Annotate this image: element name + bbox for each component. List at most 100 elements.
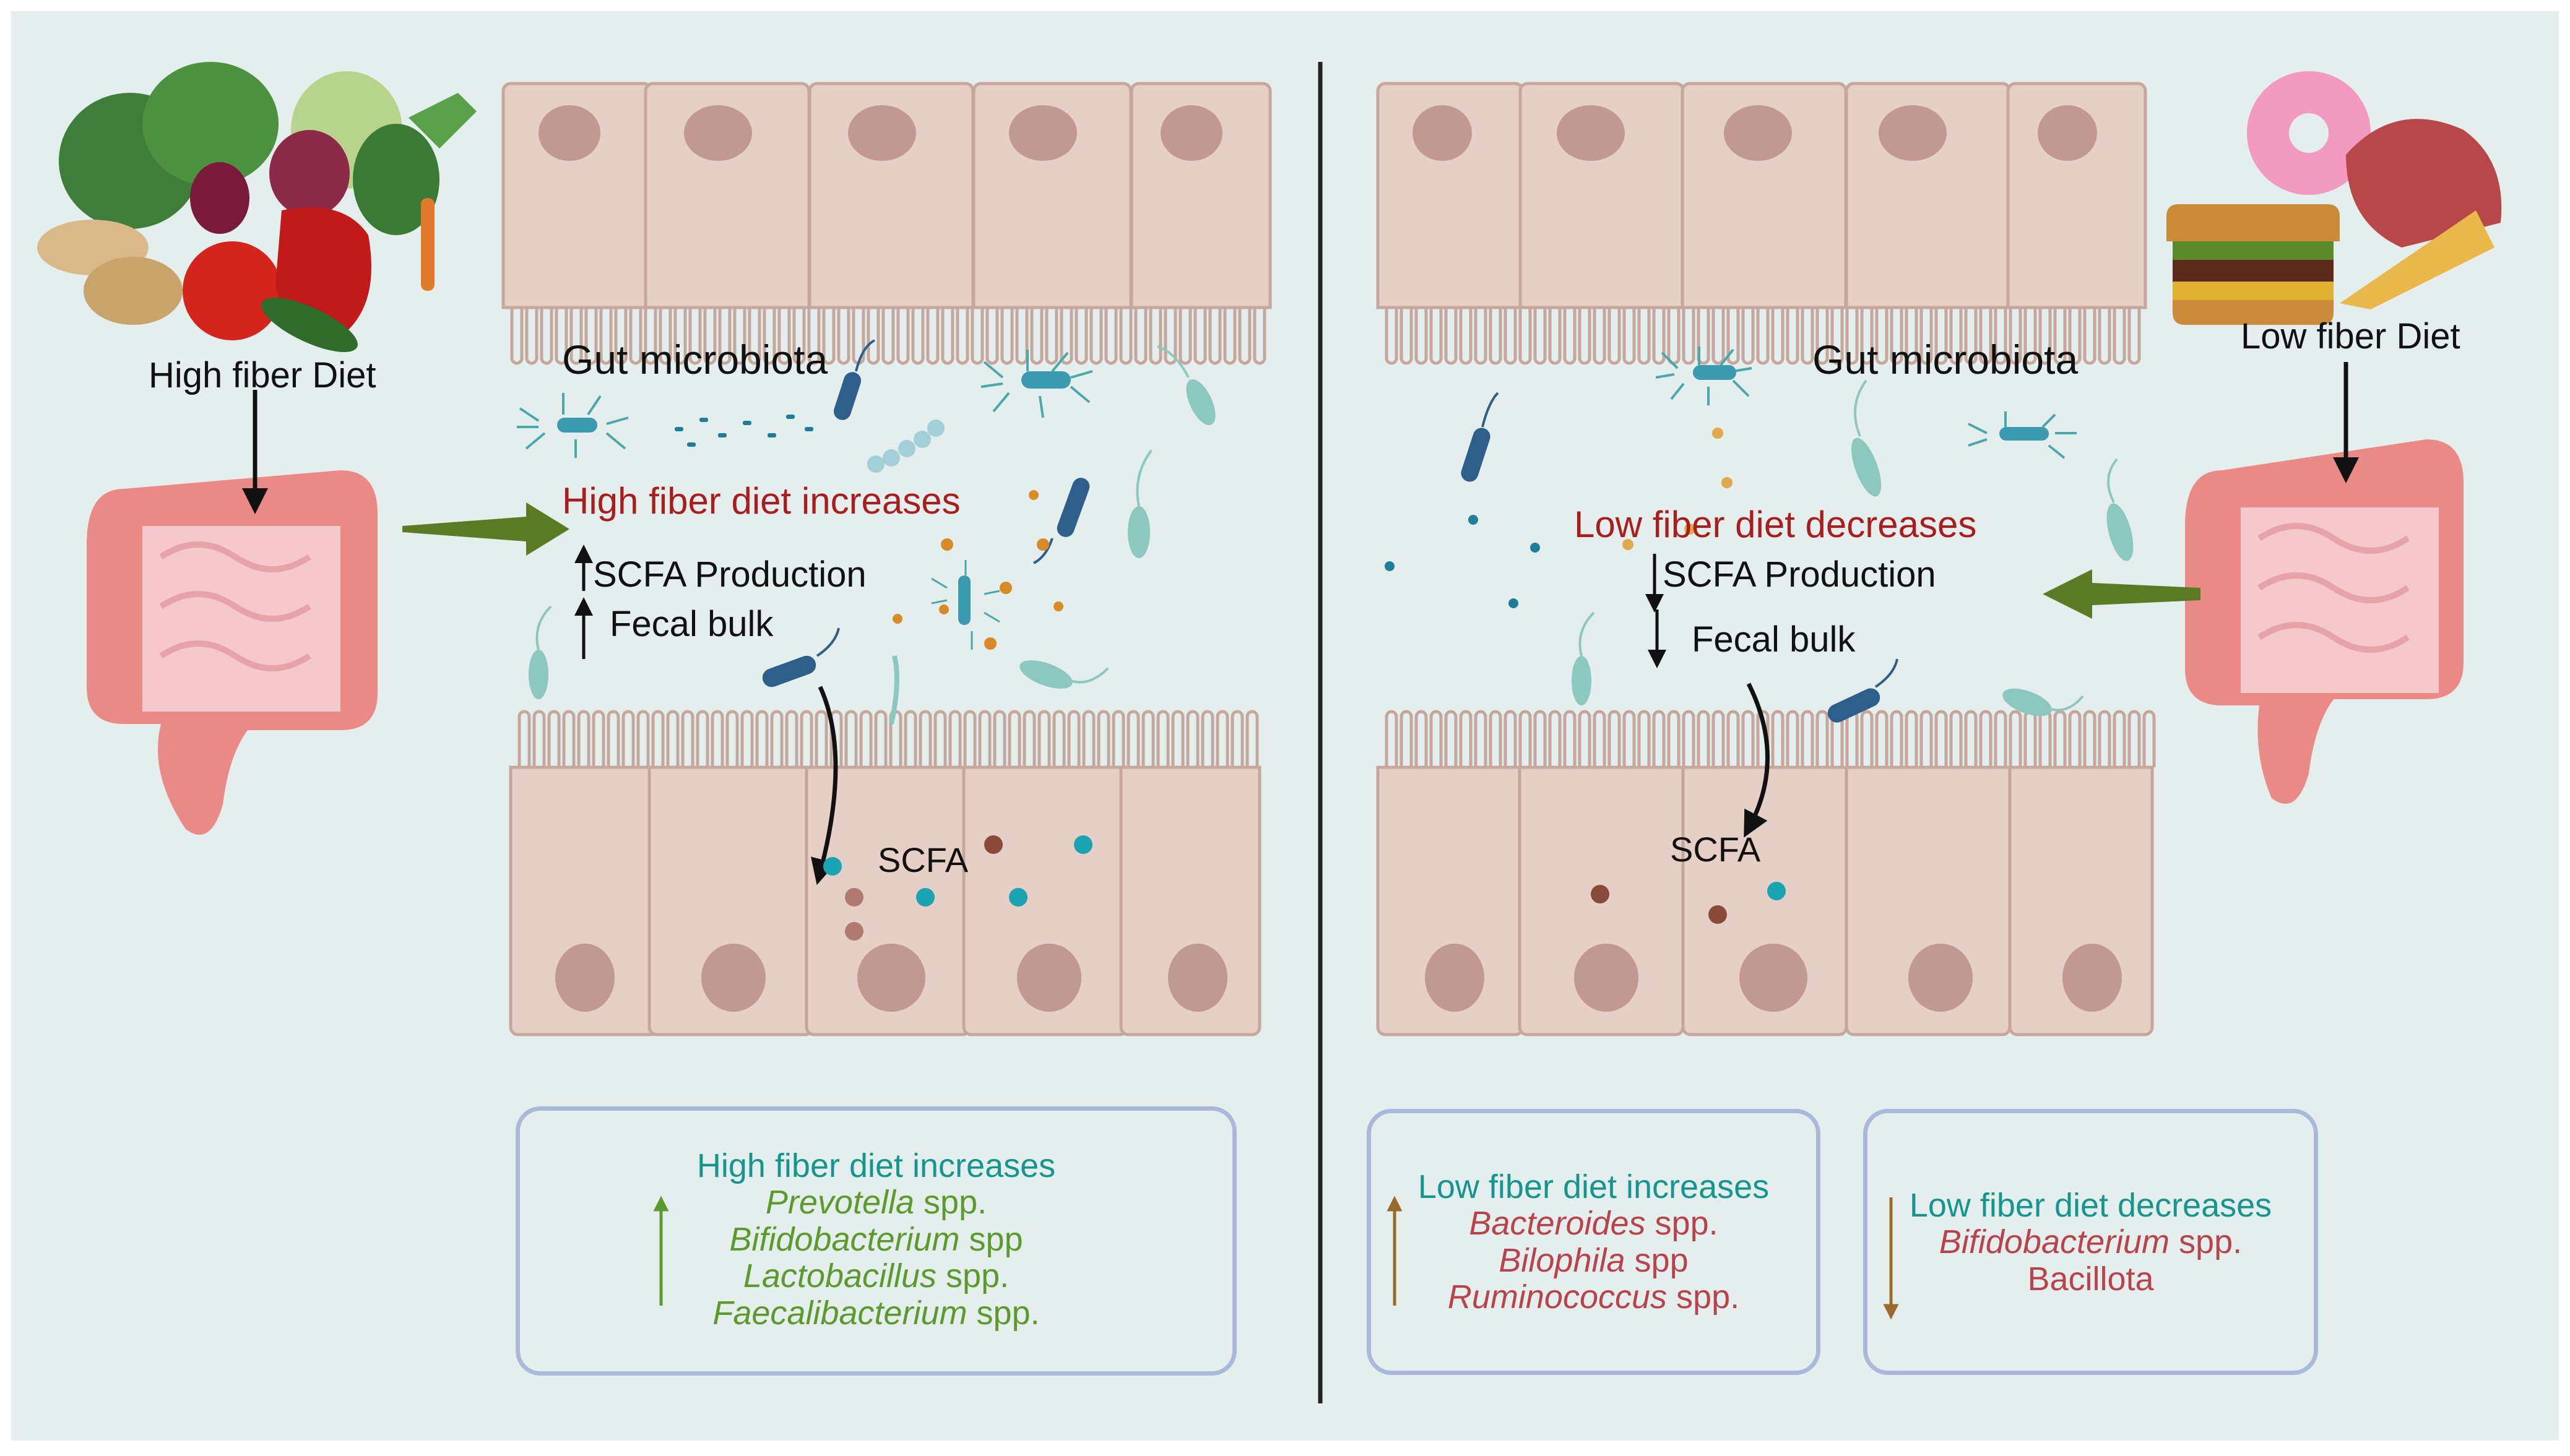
microvillus bbox=[547, 710, 561, 767]
junk-food-illustration bbox=[2166, 71, 2502, 325]
microvillus bbox=[1429, 308, 1443, 365]
microvillus bbox=[763, 308, 776, 365]
microvillus bbox=[777, 308, 791, 365]
microvillus bbox=[1578, 308, 1591, 365]
microvillus bbox=[636, 710, 650, 767]
microvillus bbox=[1489, 710, 1502, 767]
microvillus bbox=[1563, 308, 1577, 365]
right-green-arrow bbox=[2043, 569, 2200, 619]
microvillus bbox=[1045, 308, 1058, 365]
microvillus bbox=[1533, 308, 1547, 365]
microvillus bbox=[837, 308, 850, 365]
microvillus bbox=[1919, 308, 1933, 365]
microvillus bbox=[1875, 710, 1889, 767]
microvillus bbox=[1400, 710, 1413, 767]
microvillus bbox=[2113, 308, 2126, 365]
microvillus bbox=[956, 308, 969, 365]
microvillus bbox=[874, 710, 888, 767]
microvillus bbox=[2038, 308, 2052, 365]
right-bottom-epithelium bbox=[1376, 765, 2154, 1036]
microvillus bbox=[1622, 308, 1636, 365]
microvillus bbox=[926, 308, 940, 365]
microvillus bbox=[1593, 710, 1606, 767]
microvillus bbox=[785, 710, 798, 767]
microvillus bbox=[1622, 710, 1636, 767]
microvillus bbox=[1518, 308, 1532, 365]
microvillus bbox=[1607, 710, 1621, 767]
microvillus bbox=[1607, 308, 1621, 365]
microvillus bbox=[1711, 710, 1725, 767]
microvillus bbox=[1979, 710, 1992, 767]
left-microbes bbox=[517, 339, 1216, 725]
microvillus bbox=[659, 308, 672, 365]
box1-heading: High fiber diet increases bbox=[696, 1147, 1056, 1184]
microvillus bbox=[933, 710, 947, 767]
microvillus bbox=[1400, 308, 1413, 365]
microvillus bbox=[532, 710, 546, 767]
microvillus bbox=[1548, 308, 1562, 365]
microvillus bbox=[1030, 308, 1044, 365]
microvillus bbox=[1238, 308, 1252, 365]
microvillus bbox=[1949, 710, 1963, 767]
microvillus bbox=[896, 308, 910, 365]
box2-taxon: Bacteroides spp. bbox=[1469, 1205, 1718, 1243]
microvillus bbox=[555, 308, 568, 365]
right-scfa-production: SCFA Production bbox=[1663, 554, 1936, 595]
microvillus bbox=[1082, 710, 1096, 767]
microvillus bbox=[1156, 710, 1170, 767]
microvillus bbox=[1223, 308, 1237, 365]
microvillus bbox=[740, 710, 754, 767]
microvillus bbox=[2127, 710, 2141, 767]
microvillus bbox=[867, 308, 880, 365]
microvillus bbox=[1186, 710, 1200, 767]
right-microbes bbox=[1385, 347, 2134, 723]
microvillus bbox=[1503, 308, 1517, 365]
microvillus bbox=[963, 710, 977, 767]
microvillus bbox=[1216, 710, 1229, 767]
microvillus bbox=[1905, 710, 1918, 767]
microvillus bbox=[621, 710, 635, 767]
microvillus bbox=[815, 710, 828, 767]
box1-taxon: Faecalibacterium spp. bbox=[712, 1294, 1040, 1332]
left-intestine-illustration bbox=[87, 470, 378, 835]
right-top-epithelium bbox=[1376, 82, 2147, 309]
microvillus bbox=[1429, 710, 1443, 767]
microvillus bbox=[2098, 710, 2111, 767]
microvillus bbox=[1578, 710, 1591, 767]
microvillus bbox=[666, 710, 680, 767]
microvillus bbox=[1385, 710, 1398, 767]
microvillus bbox=[577, 710, 591, 767]
left-scfa-production: SCFA Production bbox=[593, 554, 867, 595]
microvillus bbox=[2023, 308, 2037, 365]
microvillus bbox=[711, 710, 724, 767]
left-green-arrow bbox=[402, 502, 569, 556]
microvillus bbox=[1875, 308, 1889, 365]
vegetables-illustration bbox=[37, 62, 477, 352]
microvillus bbox=[1208, 308, 1222, 365]
microvillus bbox=[614, 308, 628, 365]
microvillus bbox=[1815, 710, 1829, 767]
left-effect-heading: High fiber diet increases bbox=[562, 480, 961, 522]
microvillus bbox=[881, 308, 895, 365]
microvillus bbox=[748, 308, 761, 365]
microvillus bbox=[644, 308, 657, 365]
microvillus bbox=[2113, 710, 2126, 767]
microvillus bbox=[1994, 710, 2007, 767]
microvillus bbox=[1905, 308, 1918, 365]
microvillus bbox=[1711, 308, 1725, 365]
microvillus bbox=[1097, 710, 1110, 767]
microvillus bbox=[1193, 308, 1207, 365]
microvillus bbox=[1089, 308, 1103, 365]
microvillus bbox=[2068, 308, 2082, 365]
microvillus bbox=[592, 710, 605, 767]
microvillus bbox=[1756, 308, 1770, 365]
microvillus bbox=[1119, 308, 1133, 365]
microvillus bbox=[1414, 308, 1428, 365]
microvillus bbox=[1253, 308, 1266, 365]
left-diet-label: High fiber Diet bbox=[149, 355, 376, 395]
microvillus bbox=[696, 710, 709, 767]
microvillus bbox=[1994, 308, 2007, 365]
microvillus bbox=[1726, 710, 1740, 767]
low-fiber-decreases-box: Low fiber diet decreases Bifidobacterium… bbox=[1863, 1109, 2318, 1375]
